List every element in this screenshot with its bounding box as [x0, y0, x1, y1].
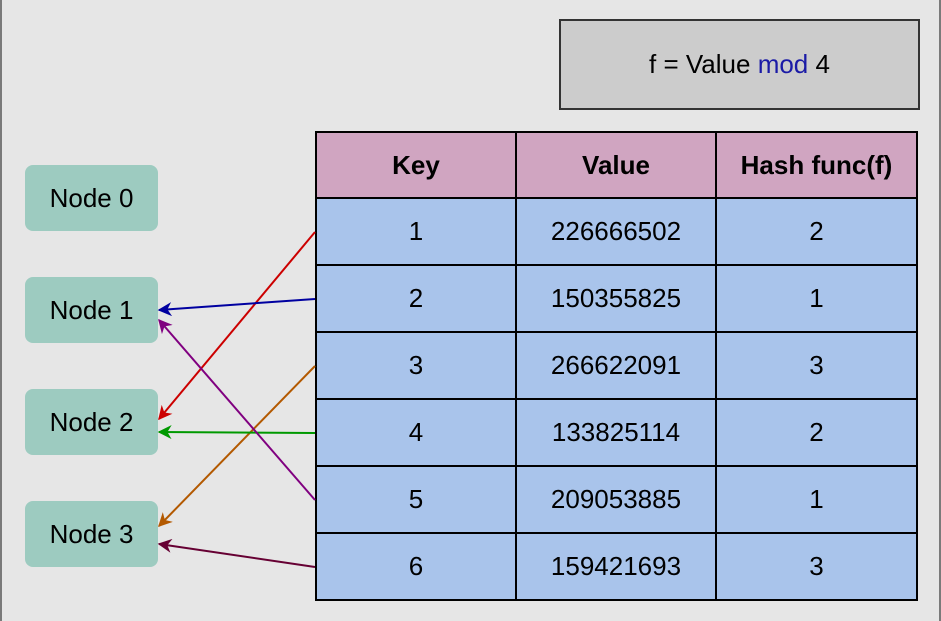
table-row: 2 150355825 1: [315, 264, 918, 333]
cell-value: 226666502: [515, 197, 717, 266]
cell-hash: 1: [715, 264, 918, 333]
column-header-key: Key: [315, 131, 517, 199]
cell-value: 133825114: [515, 398, 717, 467]
mapping-arrow: [157, 538, 316, 568]
formula-suffix: 4: [808, 49, 830, 79]
formula-operator: mod: [757, 49, 809, 79]
cell-hash: 1: [715, 465, 918, 534]
cell-value: 209053885: [515, 465, 717, 534]
cell-value: 159421693: [515, 532, 717, 601]
table-row: 5 209053885 1: [315, 465, 918, 534]
table-row: 1 226666502 2: [315, 197, 918, 266]
node-0: Node 0: [25, 165, 158, 231]
node-2: Node 2: [25, 389, 158, 455]
formula-box: f = Value mod 4: [559, 19, 920, 110]
mapping-arrow: [157, 425, 316, 440]
cell-key: 1: [315, 197, 517, 266]
cell-hash: 3: [715, 532, 918, 601]
mapping-arrow: [157, 298, 316, 317]
cell-key: 2: [315, 264, 517, 333]
column-header-hash: Hash func(f): [715, 131, 918, 199]
table-row: 3 266622091 3: [315, 331, 918, 400]
cell-hash: 2: [715, 398, 918, 467]
node-1: Node 1: [25, 277, 158, 343]
table-row: 4 133825114 2: [315, 398, 918, 467]
cell-hash: 2: [715, 197, 918, 266]
cell-key: 5: [315, 465, 517, 534]
cell-value: 150355825: [515, 264, 717, 333]
cell-key: 4: [315, 398, 517, 467]
node-3: Node 3: [25, 501, 158, 567]
cell-key: 6: [315, 532, 517, 601]
cell-key: 3: [315, 331, 517, 400]
cell-hash: 3: [715, 331, 918, 400]
hash-table: Key Value Hash func(f) 1 226666502 2 2 1…: [315, 131, 918, 601]
column-header-value: Value: [515, 131, 717, 199]
table-row: 6 159421693 3: [315, 532, 918, 601]
mapping-arrow: [158, 365, 316, 528]
cell-value: 266622091: [515, 331, 717, 400]
formula-prefix: f = Value: [649, 49, 758, 79]
mapping-arrow: [158, 231, 316, 421]
table-header-row: Key Value Hash func(f): [315, 131, 918, 199]
mapping-arrow: [158, 318, 316, 501]
